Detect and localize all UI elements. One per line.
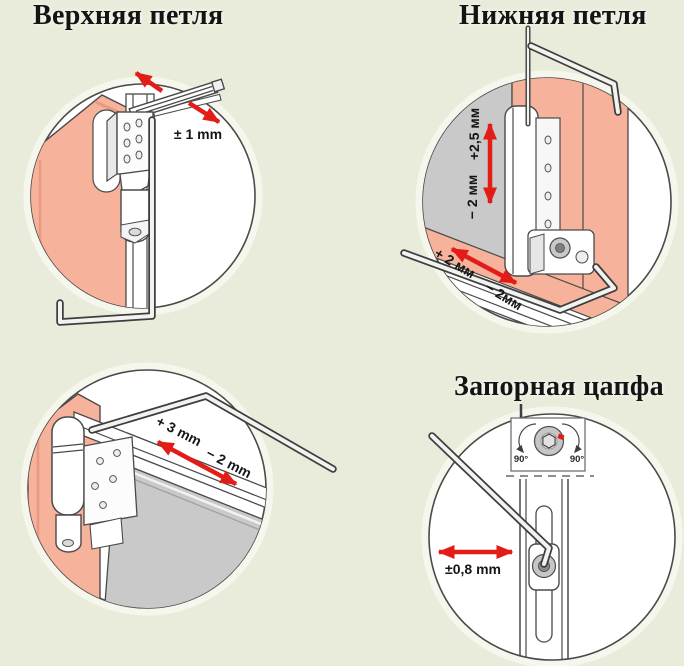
hinge-body: [504, 105, 595, 277]
rotate-left-arrow: [516, 423, 537, 454]
vertical-minus-label: − 2 мм: [464, 175, 480, 219]
top-hinge-title: Верхняя петля: [33, 0, 224, 31]
arrow-up-left: [134, 71, 164, 93]
circle-halo: [421, 406, 683, 666]
circle-halo: [415, 70, 679, 334]
vertical-adjustment: +2,5 мм − 2 мм: [464, 108, 497, 219]
sash-adjustment-diagram: + 3 mm − 2 mm: [20, 362, 337, 616]
hinge-body: [51, 416, 138, 553]
allen-key-icon: [88, 392, 337, 473]
vertical-plus-label: +2,5 мм: [466, 108, 482, 160]
arrow-diagonal: [156, 440, 238, 486]
circle-halo: [20, 362, 274, 616]
allen-key-icon: [56, 116, 156, 326]
allen-key-icon: [428, 432, 553, 568]
lateral-adjustment: ±0,8 mm: [437, 545, 514, 577]
adjust-screw-head: [210, 78, 226, 93]
cam-index-mark: [557, 433, 565, 440]
rotate-right-label: 90°: [570, 454, 585, 465]
bottom-hinge-title: Нижняя петля: [459, 0, 647, 31]
hex-socket: [542, 433, 556, 449]
bottom-hinge-diagram: +2,5 мм − 2 мм + 2 мм − 2мм: [400, 25, 679, 334]
adjustment-arrows: ± 1 mm: [134, 71, 222, 142]
hinge-body: [106, 110, 154, 244]
cam-inset: 90° 90°: [510, 404, 586, 472]
rotate-right-arrow: [561, 423, 582, 454]
rotate-left-label: 90°: [514, 454, 529, 465]
arrow-diagonal: [450, 247, 518, 285]
arrow-down-right: [187, 101, 221, 124]
range-label: ±0,8 mm: [445, 561, 501, 577]
top-hinge-diagram: ± 1 mm: [23, 71, 263, 326]
adjust-range-label: ± 1 mm: [174, 126, 222, 142]
allen-key-vertical-icon: [525, 25, 622, 127]
locking-cam-title: Запорная цапфа: [454, 371, 664, 402]
locking-cam-diagram: 90° 90° ±0,8 mm: [421, 404, 683, 666]
